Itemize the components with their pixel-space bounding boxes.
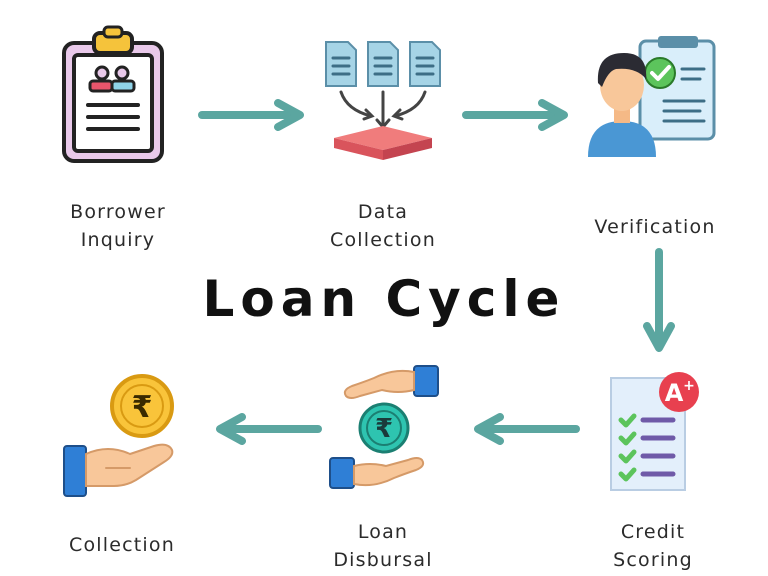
- svg-text:₹: ₹: [132, 390, 153, 425]
- step-label-borrower-inquiry: Borrower Inquiry: [33, 198, 203, 254]
- step-label-verification: Verification: [570, 213, 740, 241]
- step-label-line1: Verification: [594, 216, 716, 238]
- step-label-line2: Inquiry: [80, 229, 156, 251]
- svg-text:₹: ₹: [375, 414, 393, 444]
- arrow-data-to-verification: [462, 99, 568, 131]
- hand-exchange-rupee-icon: ₹: [329, 365, 439, 489]
- step-label-line1: Data: [357, 201, 409, 223]
- documents-merge-icon: [325, 41, 441, 160]
- arrow-scoring-to-disbursal: [474, 413, 580, 445]
- arrow-inquiry-to-data: [198, 99, 304, 131]
- step-label-collection: Collection: [37, 531, 207, 559]
- diagram-title: Loan Cycle: [202, 270, 566, 328]
- verified-person-icon: [588, 36, 716, 157]
- svg-text:A: A: [665, 379, 684, 407]
- arrow-verification-to-scoring: [643, 248, 675, 352]
- step-label-line2: Collection: [330, 229, 436, 251]
- step-label-line1: Credit: [620, 521, 686, 543]
- step-label-line2: Scoring: [613, 549, 693, 571]
- step-label-line2: Disbursal: [333, 549, 433, 571]
- hand-rupee-coin-icon: ₹: [63, 374, 174, 497]
- step-label-line1: Collection: [69, 534, 175, 556]
- arrow-disbursal-to-collection: [216, 413, 322, 445]
- step-label-credit-scoring: Credit Scoring: [568, 518, 738, 574]
- step-label-line1: Loan: [357, 521, 409, 543]
- svg-text:+: +: [683, 378, 695, 394]
- step-label-line1: Borrower: [70, 201, 166, 223]
- step-label-data-collection: Data Collection: [298, 198, 468, 254]
- checklist-grade-icon: A +: [610, 372, 699, 491]
- clipboard-icon: [62, 25, 164, 163]
- step-label-loan-disbursal: Loan Disbursal: [298, 518, 468, 574]
